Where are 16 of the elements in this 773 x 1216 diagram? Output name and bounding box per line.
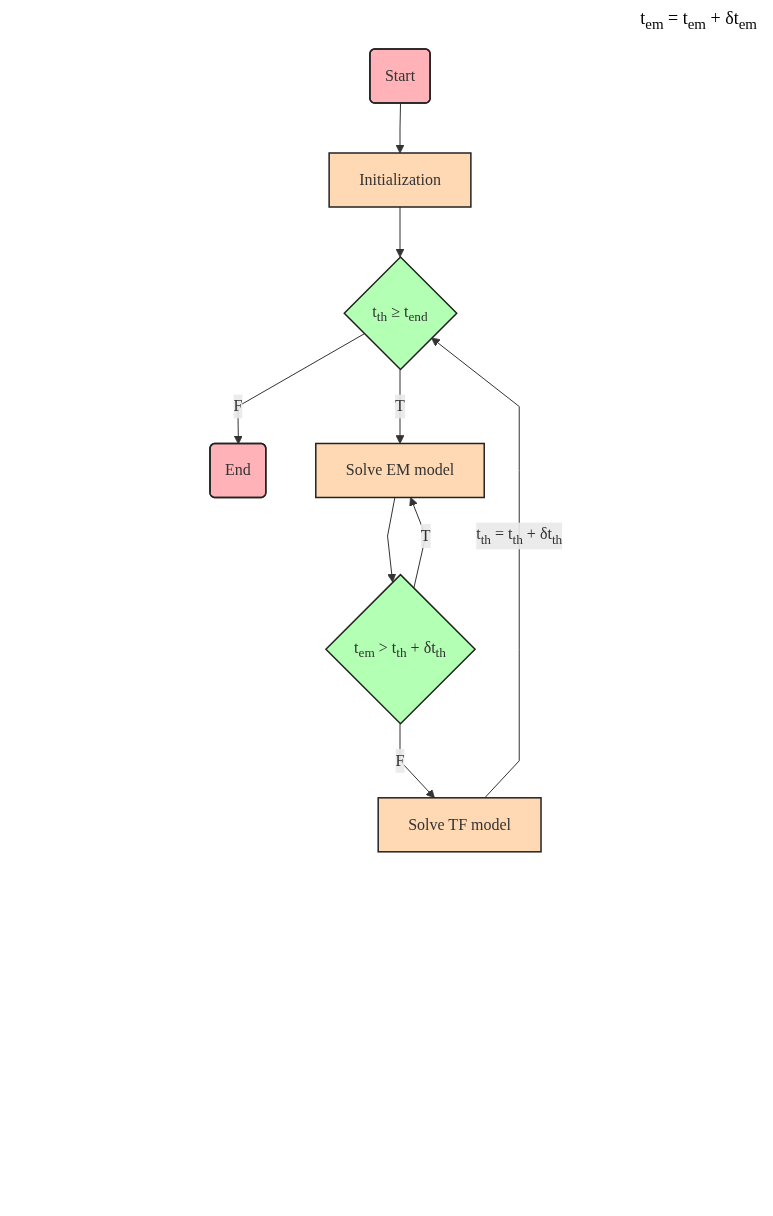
note-text: t$_{em}$ = t$_{em}$ + δt$_{em}$ xyxy=(639,8,757,33)
arrow xyxy=(431,337,521,798)
edge-label: T xyxy=(395,397,406,415)
arrow xyxy=(234,332,366,444)
arrow xyxy=(399,722,436,798)
arrow xyxy=(396,206,405,257)
edge-label: t$_{th}$ = t$_{th}$ + δt$_{th}$ xyxy=(476,525,563,547)
node-diamond: t$_{th}$ ≥ t$_{end}$ xyxy=(343,255,459,371)
arrow xyxy=(387,496,397,583)
edge-label: F xyxy=(233,397,243,415)
edge-label: F xyxy=(395,751,405,769)
node-box: Initialization xyxy=(328,151,472,208)
node-box: Solve EM model xyxy=(315,442,486,498)
node-box: Solve TF model xyxy=(377,796,543,853)
node-diamond: t$_{em}$ > t$_{th}$ + δt$_{th}$ xyxy=(325,573,477,725)
edge-label: T xyxy=(421,526,431,544)
